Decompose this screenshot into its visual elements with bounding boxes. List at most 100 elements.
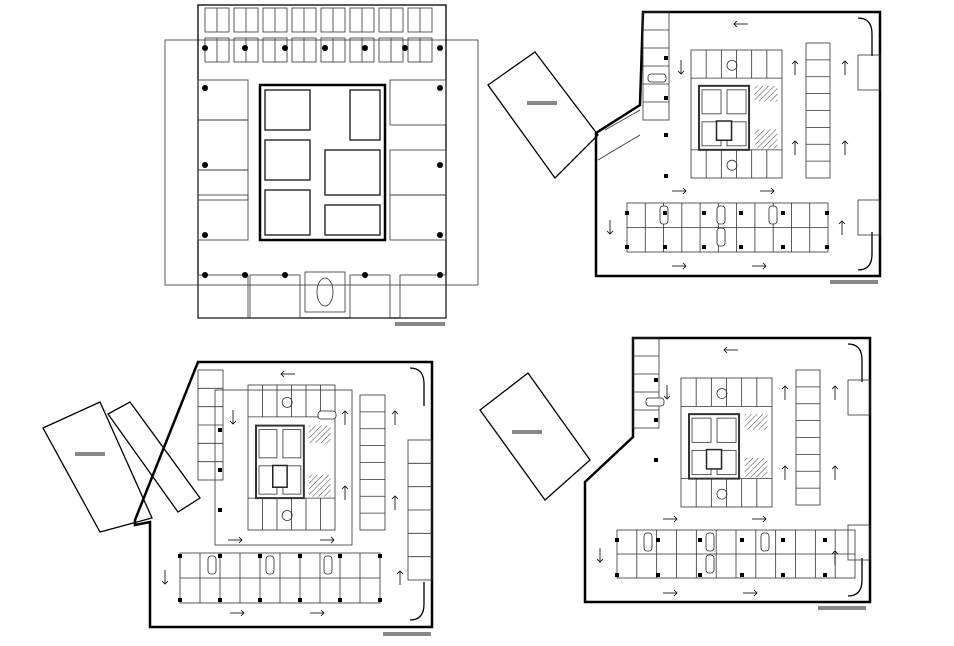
structural-column xyxy=(437,272,443,278)
arrow-head xyxy=(596,558,604,563)
structural-column xyxy=(242,272,248,278)
arrow-head xyxy=(673,515,678,523)
workstation-cluster xyxy=(204,7,433,63)
car-symbol xyxy=(207,555,217,575)
arrow-head xyxy=(841,140,849,145)
parking-level-plan-c xyxy=(479,336,872,610)
arrow-head xyxy=(330,536,335,544)
ramp-curve xyxy=(857,232,873,271)
structural-column xyxy=(338,554,342,558)
structural-column xyxy=(702,245,706,249)
arrow-head xyxy=(831,465,839,470)
structural-column xyxy=(625,245,629,249)
office-room xyxy=(249,274,301,319)
arrow-head xyxy=(682,262,687,270)
car-symbol xyxy=(323,555,333,575)
structural-column xyxy=(664,174,668,178)
core-room xyxy=(264,89,311,131)
structural-column xyxy=(702,211,706,215)
structural-column xyxy=(178,554,182,558)
structural-column xyxy=(663,245,667,249)
structural-column xyxy=(338,598,342,602)
elevator-shaft xyxy=(705,448,723,470)
hatched-area xyxy=(308,474,331,497)
structural-column xyxy=(322,45,328,51)
arrow-head xyxy=(770,187,775,195)
arrow-head xyxy=(733,20,738,28)
structural-column xyxy=(698,573,702,577)
structural-column xyxy=(218,428,222,432)
arrow-head xyxy=(762,262,767,270)
structural-column xyxy=(218,554,222,558)
structural-column xyxy=(664,56,668,60)
office-room xyxy=(197,169,249,201)
accessible-parking-icon xyxy=(716,488,728,500)
car-symbol xyxy=(760,532,770,552)
core-room xyxy=(324,149,381,196)
arrow-head xyxy=(320,609,325,617)
ramp-curve xyxy=(847,343,863,382)
accessible-parking-icon xyxy=(281,510,293,521)
office-room xyxy=(389,79,447,126)
arrow-head xyxy=(606,230,614,235)
arrow-head xyxy=(831,385,839,390)
structural-column xyxy=(739,211,743,215)
structural-column xyxy=(202,272,208,278)
parking-outer-wall xyxy=(594,10,882,278)
car-symbol xyxy=(647,73,667,83)
structural-column xyxy=(282,272,288,278)
structural-column xyxy=(825,211,829,215)
core-surround xyxy=(214,389,353,546)
ramp-label xyxy=(512,430,542,434)
arrow-head xyxy=(677,70,685,75)
ramp-label xyxy=(527,101,557,105)
structural-column xyxy=(664,96,668,100)
stair-tread xyxy=(604,109,641,131)
structural-column xyxy=(654,458,658,462)
stair-flight xyxy=(691,417,712,443)
structural-column xyxy=(218,508,222,512)
hatched-area xyxy=(308,425,331,443)
office-room xyxy=(197,194,249,241)
ramp-curve xyxy=(847,558,863,597)
accessible-parking-icon xyxy=(281,396,293,408)
ramp-landing xyxy=(847,379,871,416)
structural-column xyxy=(218,468,222,472)
office-outer-wall xyxy=(197,4,447,319)
stair-flight xyxy=(716,417,737,443)
stair-flight xyxy=(258,429,278,459)
parking-outer-wall xyxy=(583,336,872,604)
generated-plan-elements xyxy=(161,11,881,621)
arrow-head xyxy=(838,220,846,225)
stair-flight xyxy=(726,89,747,115)
arrow-head xyxy=(341,410,349,415)
structural-column xyxy=(664,133,668,137)
car-symbol xyxy=(317,410,337,420)
ramp-wing xyxy=(487,51,599,179)
structural-column xyxy=(781,538,785,542)
structural-column xyxy=(656,538,660,542)
arrow-head xyxy=(791,60,799,65)
arrow-head xyxy=(791,140,799,145)
car-symbol xyxy=(645,397,665,407)
structural-column xyxy=(654,418,658,422)
hatched-area xyxy=(744,414,768,430)
elevator-shaft xyxy=(271,464,288,488)
structural-column xyxy=(825,245,829,249)
arrow-head xyxy=(673,589,678,597)
structural-column xyxy=(218,598,222,602)
hatched-area xyxy=(754,85,778,102)
accessible-parking-icon xyxy=(726,59,738,71)
arrow-head xyxy=(391,410,399,415)
structural-column xyxy=(739,245,743,249)
car-symbol xyxy=(265,555,275,575)
plan-title-label xyxy=(830,280,878,284)
structural-column xyxy=(258,554,262,558)
structural-column xyxy=(823,573,827,577)
structural-column xyxy=(781,211,785,215)
structural-column xyxy=(654,378,658,382)
ramp-landing xyxy=(847,524,871,561)
structural-column xyxy=(378,554,382,558)
parking-level-plan-a xyxy=(487,10,882,284)
